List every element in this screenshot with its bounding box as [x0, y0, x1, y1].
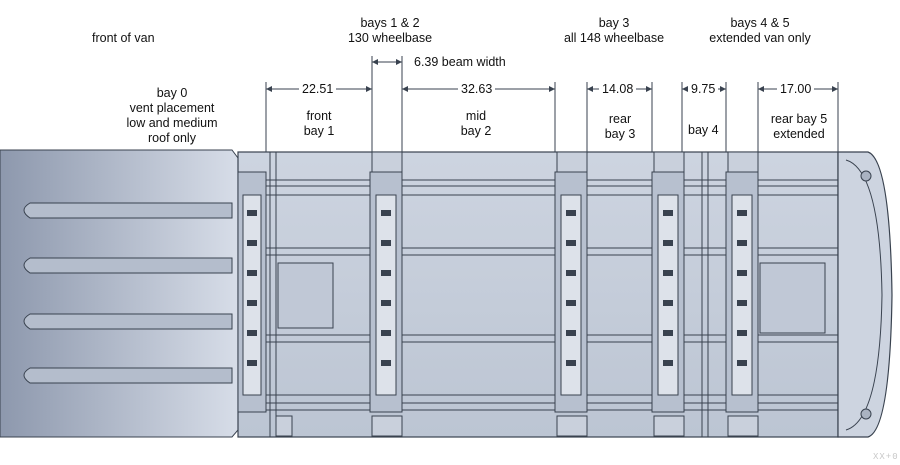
- dimension-arrowheads: [266, 59, 838, 92]
- bay-0-line2: vent placement: [129, 101, 215, 115]
- rear-bay-3-line1: rear: [608, 112, 632, 126]
- bay-4-label: bay 4: [688, 123, 719, 137]
- rear-end-cap: [837, 151, 893, 438]
- watermark: XX+0: [873, 452, 899, 462]
- beam-clips: [247, 210, 747, 366]
- rear-bay-5-label: rear bay 5 extended: [760, 112, 838, 142]
- front-hatch: [277, 262, 334, 329]
- mounting-tabs: [275, 151, 759, 437]
- bays-1-2-line2: 130 wheelbase: [347, 31, 433, 45]
- bay-0-line4: roof only: [148, 131, 196, 145]
- bay-3-header-label: bay 3 all 148 wheelbase: [548, 16, 680, 46]
- rear-bay-5-line1: rear bay 5: [770, 112, 828, 126]
- bay-4-dimension: 9.75: [688, 82, 719, 96]
- rear-bay-3-line2: bay 3: [604, 127, 636, 141]
- rear-bay-5-line2: extended: [773, 127, 825, 141]
- bay-2-dimension: 32.63: [458, 82, 496, 96]
- front-bay-1-label: front bay 1: [293, 109, 345, 139]
- front-bay-1-line2: bay 1: [303, 124, 335, 138]
- rear-hatch: [759, 262, 826, 334]
- bay-3-dimension: 14.08: [599, 82, 637, 96]
- bay-0-line1: bay 0: [156, 86, 188, 100]
- bay-0-line3: low and medium: [126, 116, 218, 130]
- front-of-van-label: front of van: [92, 31, 155, 45]
- bay-1-dimension: 22.51: [299, 82, 337, 96]
- bay-3-header-line1: bay 3: [598, 16, 630, 30]
- bay-3-header-line2: all 148 wheelbase: [563, 31, 665, 45]
- bays-4-5-label: bays 4 & 5 extended van only: [698, 16, 822, 46]
- rear-bay-3-label: rear bay 3: [594, 112, 646, 142]
- bays-1-2-line1: bays 1 & 2: [360, 16, 420, 30]
- beam-width-dimension: 6.39 beam width: [414, 55, 506, 69]
- mid-bay-2-line2: bay 2: [460, 124, 492, 138]
- front-bay-1-line1: front: [306, 109, 332, 123]
- bay-0-label: bay 0 vent placement low and medium roof…: [122, 86, 222, 146]
- mid-bay-2-label: mid bay 2: [450, 109, 502, 139]
- dimension-lines: [265, 56, 839, 152]
- bay-5-dimension: 17.00: [777, 82, 815, 96]
- mid-bay-2-line1: mid: [465, 109, 487, 123]
- bays-4-5-line1: bays 4 & 5: [730, 16, 790, 30]
- bays-1-2-label: bays 1 & 2 130 wheelbase: [330, 16, 450, 46]
- bays-4-5-line2: extended van only: [709, 31, 811, 45]
- front-roof-section: [0, 149, 239, 438]
- roof-ribs: [23, 202, 233, 384]
